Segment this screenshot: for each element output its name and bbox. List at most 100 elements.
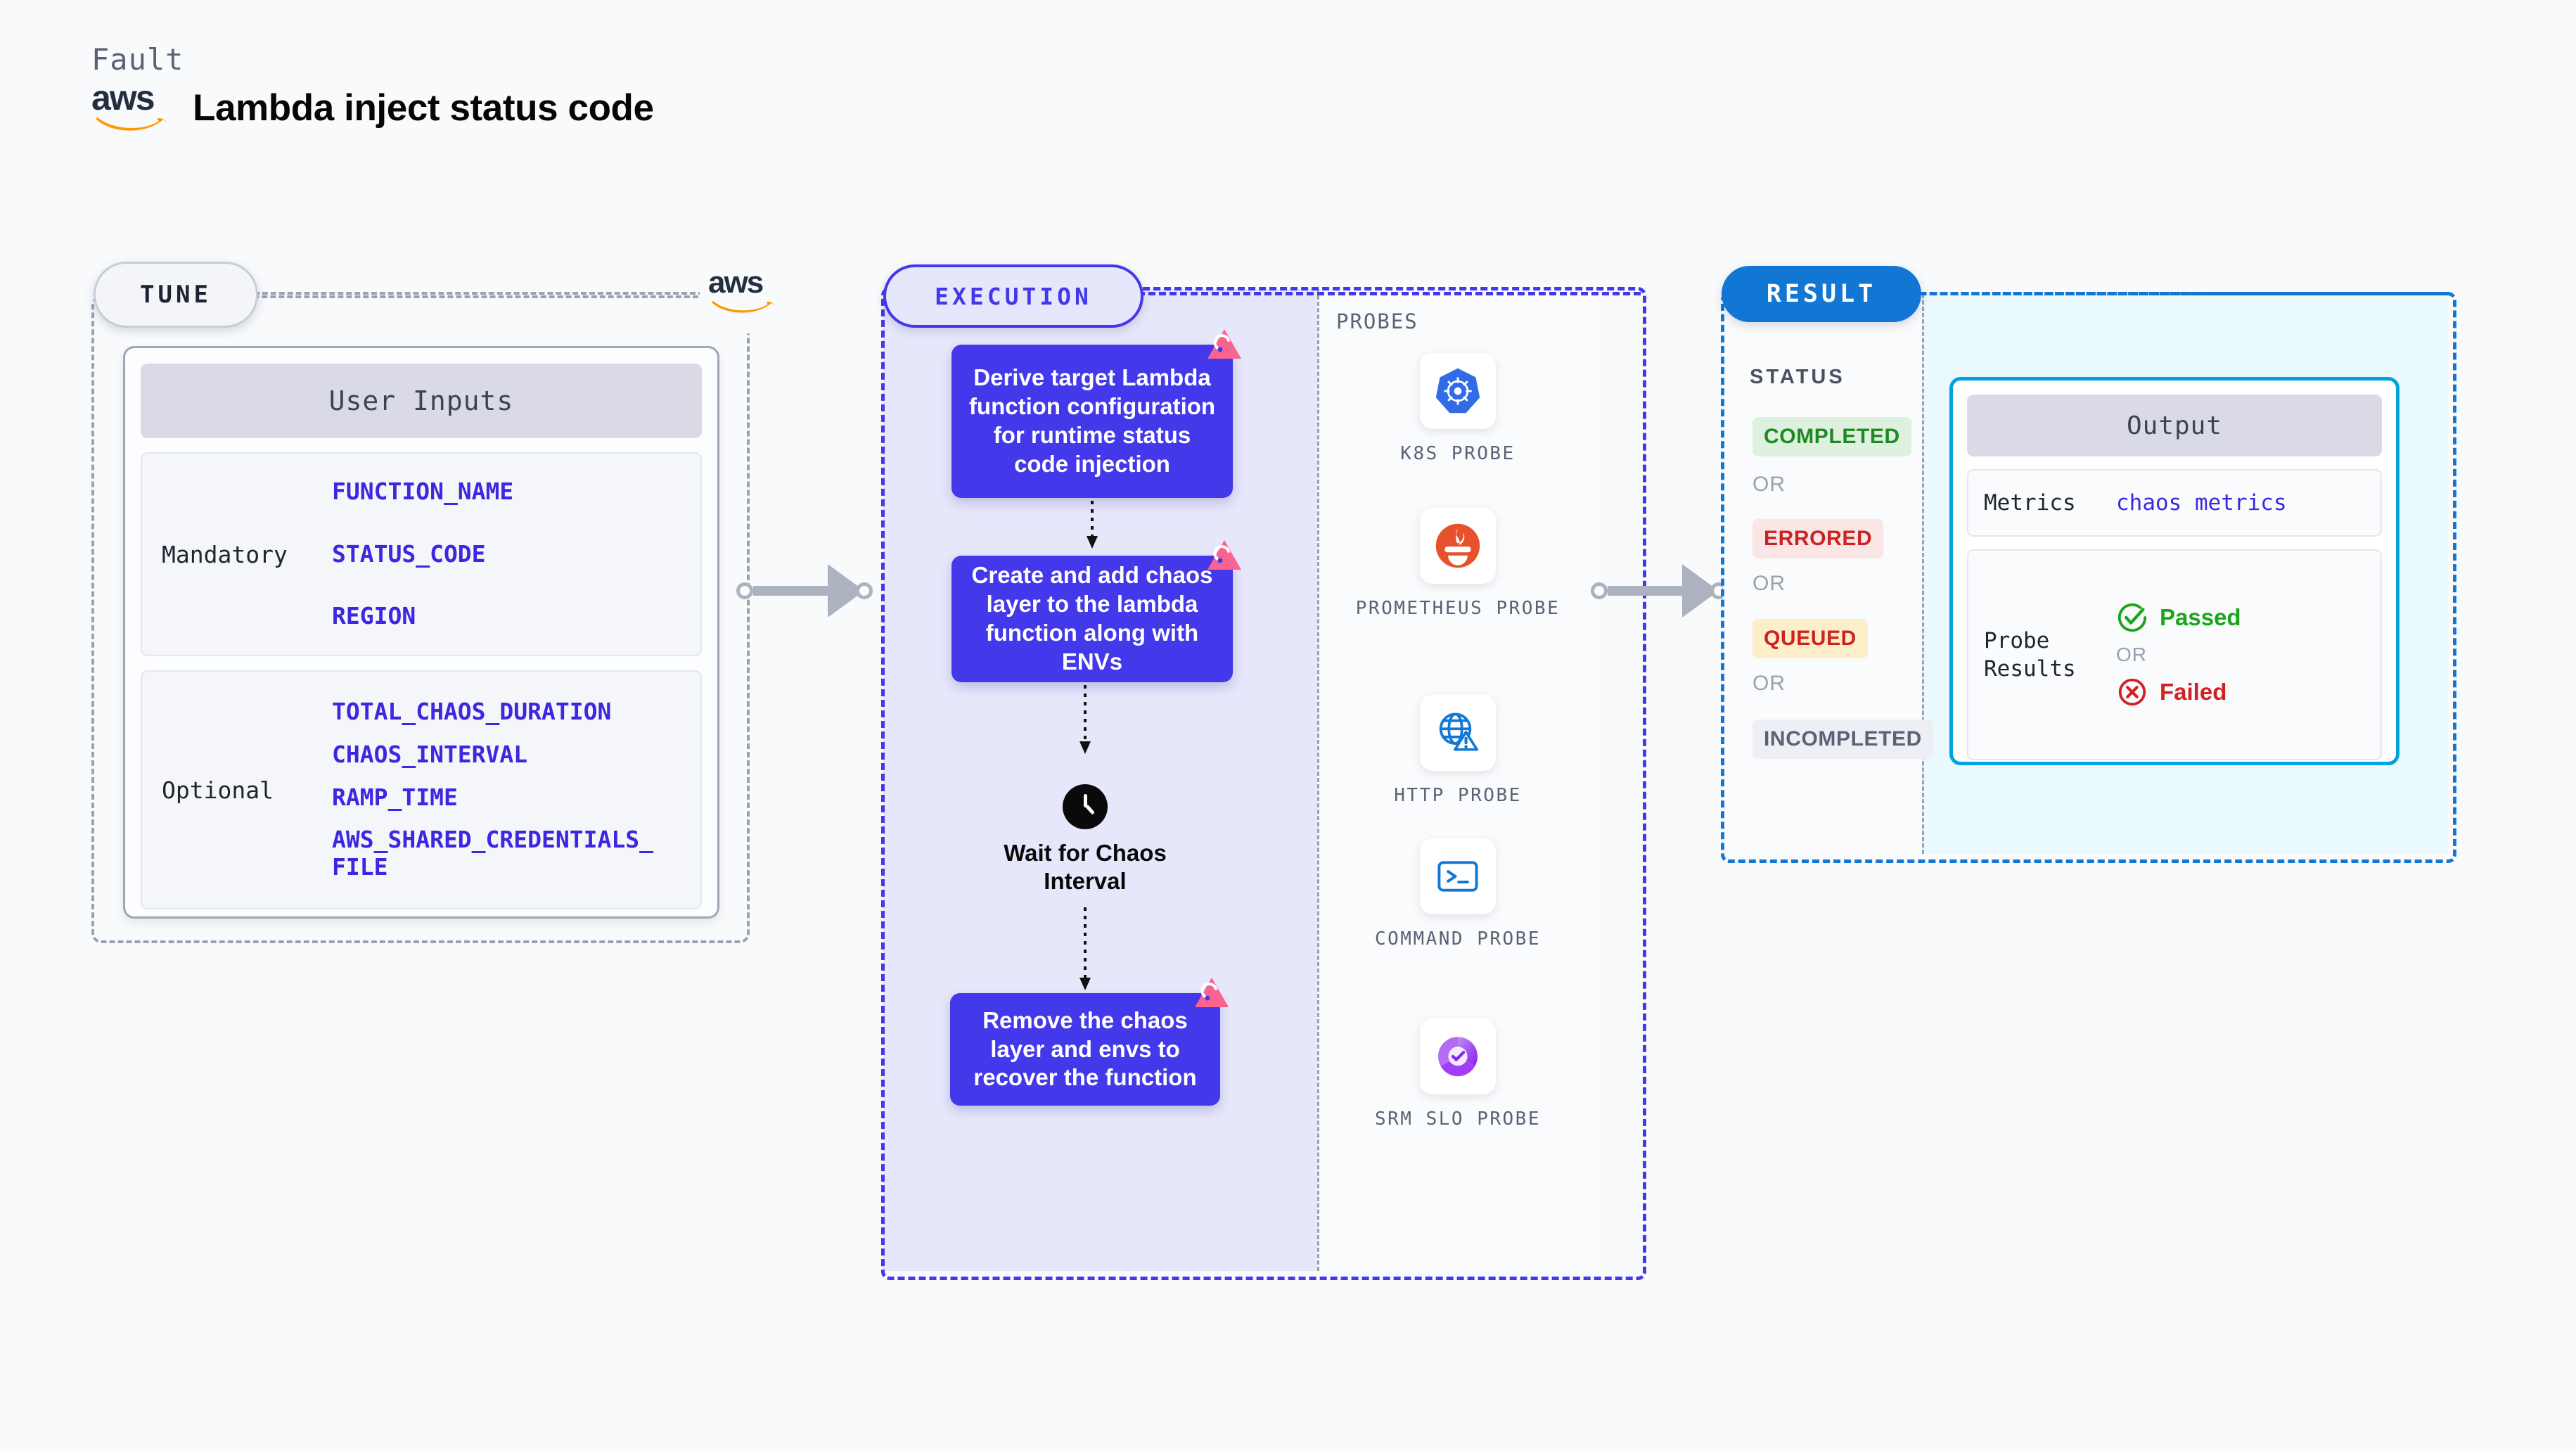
aws-smile-icon xyxy=(96,117,167,131)
page-header: Fault aws Lambda inject status code xyxy=(91,42,654,134)
tune-chip-connector-line xyxy=(254,292,704,295)
clock-icon xyxy=(1063,784,1108,829)
probe-http[interactable]: HTTP PROBE xyxy=(1317,695,1598,807)
connector-start-dot xyxy=(736,582,753,599)
aws-badge-wordmark: aws xyxy=(708,265,764,300)
connector-bar xyxy=(1608,586,1682,596)
probes-section-label: PROBES xyxy=(1336,309,1418,333)
execution-step-1[interactable]: Derive target Lambda function configurat… xyxy=(951,329,1241,498)
aws-wordmark: aws xyxy=(91,78,155,117)
status-badge-incompleted: INCOMPLETED xyxy=(1752,720,1933,759)
status-badge-queued-label: QUEUED xyxy=(1764,627,1857,650)
tune-phase-panel xyxy=(91,295,750,943)
user-inputs-card: User Inputs Mandatory FUNCTION_NAME STAT… xyxy=(123,346,719,919)
result-chip-connector-line xyxy=(1909,292,2449,295)
output-metrics-row: Metrics chaos metrics xyxy=(1967,469,2382,537)
tune-phase-chip[interactable]: TUNE xyxy=(94,262,258,328)
result-phase-chip[interactable]: RESULT xyxy=(1722,266,1921,322)
flow-arrow-3-icon xyxy=(1079,907,1091,990)
aws-provider-badge: aws xyxy=(700,257,790,333)
status-or-1: OR xyxy=(1752,473,1786,496)
mandatory-param-list: FUNCTION_NAME STATUS_CODE REGION xyxy=(332,478,513,631)
param-function-name: FUNCTION_NAME xyxy=(332,477,514,505)
status-badge-errored: ERRORED xyxy=(1752,519,1884,558)
status-badge-completed: COMPLETED xyxy=(1752,417,1911,456)
srm-slo-icon xyxy=(1420,1018,1496,1094)
chaos-marker-icon xyxy=(1207,540,1241,570)
status-badge-errored-label: ERRORED xyxy=(1764,527,1873,550)
result-status-label: STATUS xyxy=(1750,366,1845,388)
probe-result-failed: Failed xyxy=(2116,676,2241,708)
probe-result-or: OR xyxy=(2116,644,2147,665)
execution-step-4[interactable]: Remove the chaos layer and envs to recov… xyxy=(950,978,1229,1106)
kubernetes-icon xyxy=(1420,353,1496,429)
execution-chip-connector-line xyxy=(1138,292,1641,295)
status-badge-completed-label: COMPLETED xyxy=(1764,425,1900,448)
prometheus-icon xyxy=(1420,508,1496,584)
probe-result-failed-label: Failed xyxy=(2160,679,2227,705)
tune-chip-label: TUNE xyxy=(140,281,212,309)
check-circle-icon xyxy=(2117,603,2147,632)
probe-http-label: HTTP PROBE xyxy=(1394,785,1522,806)
probes-panel xyxy=(1317,289,1598,1271)
status-or-2: OR xyxy=(1752,572,1786,595)
probe-command[interactable]: COMMAND PROBE xyxy=(1317,838,1598,951)
probe-k8s[interactable]: K8S PROBE xyxy=(1317,353,1598,466)
optional-param-list: TOTAL_CHAOS_DURATION CHAOS_INTERVAL RAMP… xyxy=(332,698,653,882)
status-badge-queued: QUEUED xyxy=(1752,619,1868,658)
param-aws-shared-credentials-file: AWS_SHARED_CREDENTIALS_ FILE xyxy=(332,826,653,881)
execution-step-1-label: Derive target Lambda function configurat… xyxy=(968,364,1216,477)
user-inputs-title: User Inputs xyxy=(141,364,702,438)
execution-step-2-label: Create and add chaos layer to the lambda… xyxy=(971,562,1213,675)
result-chip-label: RESULT xyxy=(1766,280,1877,308)
execution-chip-label: EXECUTION xyxy=(935,282,1092,310)
execution-step-2[interactable]: Create and add chaos layer to the lambda… xyxy=(951,540,1241,682)
output-card: Output Metrics chaos metrics Probe Resul… xyxy=(1949,377,2399,765)
execution-phase-chip[interactable]: EXECUTION xyxy=(883,264,1143,328)
probe-result-passed-label: Passed xyxy=(2160,604,2241,630)
output-probe-results-row: Probe Results Passed OR Failed xyxy=(1967,549,2382,760)
result-status-column-fill xyxy=(1723,294,1922,854)
mandatory-label: Mandatory xyxy=(162,540,288,568)
fault-kind-label: Fault xyxy=(91,42,184,77)
chaos-marker-icon xyxy=(1207,329,1241,359)
param-total-chaos-duration: TOTAL_CHAOS_DURATION xyxy=(332,697,612,725)
connector-start-dot xyxy=(1591,582,1608,599)
output-probe-results-label: Probe Results xyxy=(1984,627,2076,682)
mandatory-params-group: Mandatory FUNCTION_NAME STATUS_CODE REGI… xyxy=(141,452,702,656)
optional-params-group: Optional TOTAL_CHAOS_DURATION CHAOS_INTE… xyxy=(141,670,702,909)
aws-badge-smile-icon xyxy=(711,300,775,313)
probe-srm-slo-label: SRM SLO PROBE xyxy=(1375,1108,1541,1130)
param-status-code: STATUS_CODE xyxy=(332,539,486,568)
x-circle-icon xyxy=(2118,678,2146,706)
page-title: Lambda inject status code xyxy=(193,87,654,129)
param-ramp-time: RAMP_TIME xyxy=(332,783,458,811)
probe-prometheus-label: PROMETHEUS PROBE xyxy=(1355,598,1561,619)
connector-bar xyxy=(753,586,828,596)
param-region: REGION xyxy=(332,602,416,630)
probe-result-passed: Passed xyxy=(2116,601,2241,634)
probe-k8s-label: K8S PROBE xyxy=(1400,443,1516,464)
status-badge-incompleted-label: INCOMPLETED xyxy=(1764,727,1922,750)
tune-to-execution-connector xyxy=(736,564,891,618)
execution-wait-node: Wait for Chaos Interval xyxy=(973,784,1198,896)
connector-end-dot xyxy=(856,582,873,599)
execution-phase-panel xyxy=(881,287,1646,1280)
status-or-3: OR xyxy=(1752,672,1786,695)
probe-results-stack: Passed OR Failed xyxy=(2116,601,2241,708)
chaos-marker-icon xyxy=(1195,978,1229,1007)
param-chaos-interval: CHAOS_INTERVAL xyxy=(332,740,528,768)
http-globe-warning-icon xyxy=(1420,695,1496,771)
execution-wait-label: Wait for Chaos Interval xyxy=(1004,840,1167,895)
output-metrics-label: Metrics xyxy=(1984,490,2076,516)
aws-logo: aws xyxy=(91,78,174,134)
probe-prometheus[interactable]: PROMETHEUS PROBE xyxy=(1317,508,1598,620)
optional-label: Optional xyxy=(162,776,274,804)
output-title: Output xyxy=(1967,395,2382,456)
output-metrics-value[interactable]: chaos metrics xyxy=(2116,490,2287,516)
flow-arrow-1-icon xyxy=(1087,501,1098,549)
terminal-icon xyxy=(1420,838,1496,914)
probe-command-label: COMMAND PROBE xyxy=(1375,928,1541,950)
execution-step-4-label: Remove the chaos layer and envs to recov… xyxy=(973,1006,1197,1091)
probe-srm-slo[interactable]: SRM SLO PROBE xyxy=(1317,1018,1598,1131)
